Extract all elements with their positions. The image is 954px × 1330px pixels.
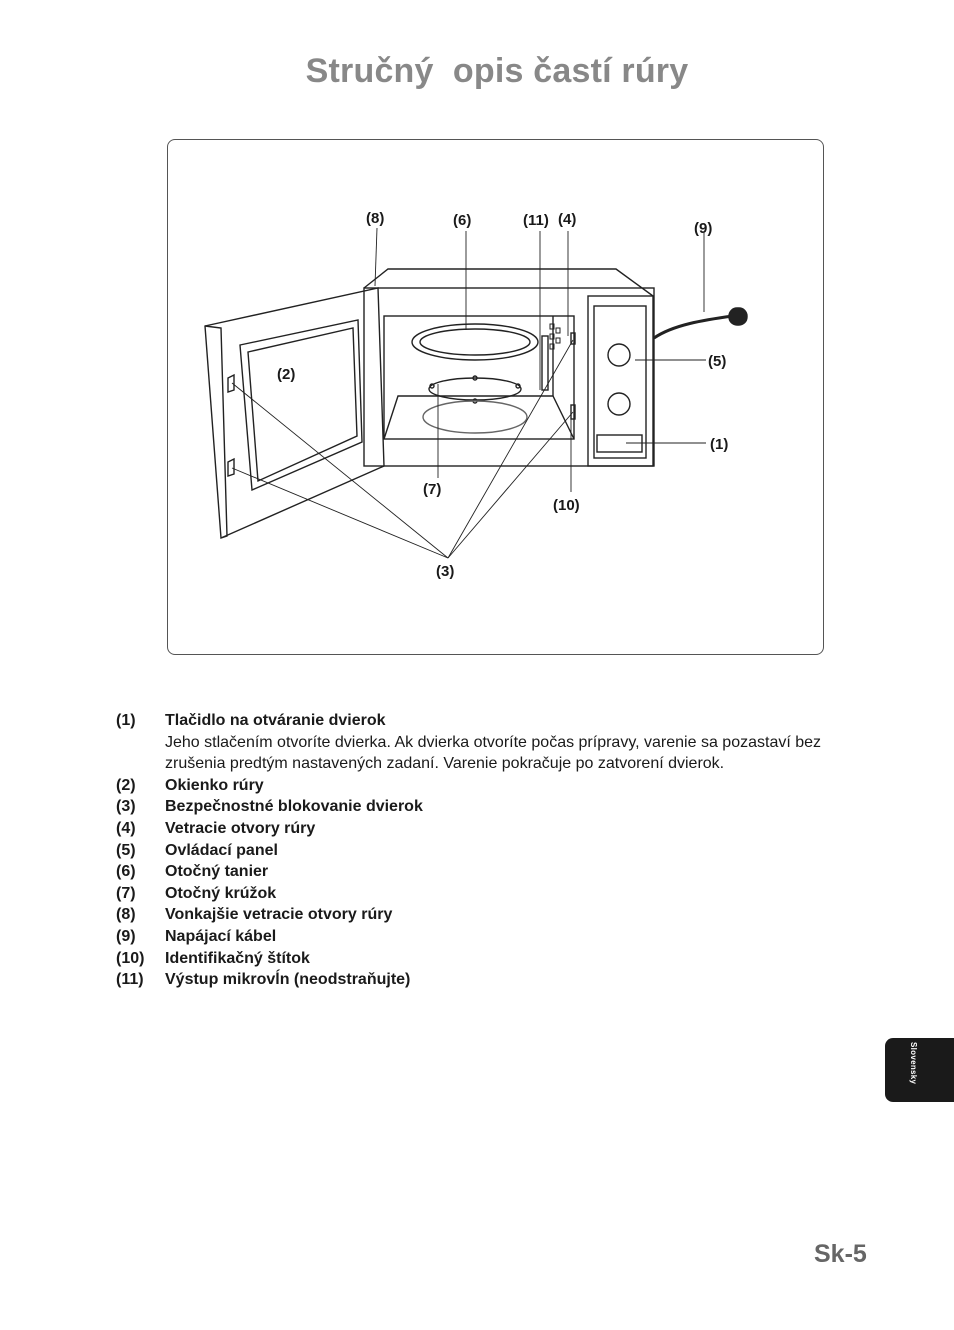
callout-10: (10) [553,497,580,514]
oven-body [363,287,655,467]
legend-name: Okienko rúry [165,776,264,794]
cavity-vents [549,323,561,350]
control-knob-upper [607,343,631,367]
callout-8: (8) [366,210,384,227]
interlock-slot-upper [570,332,576,345]
door-latch-lower [227,457,235,477]
oven-top [363,268,654,297]
cavity-floor [383,395,575,440]
callout-7: (7) [423,481,441,498]
legend-item: (11) Výstup mikrovĺn (neodstraňujte) [116,969,876,991]
legend-item: (8) Vonkajšie vetracie otvory rúry [116,904,876,926]
legend-number: (7) [116,884,136,902]
legend-number: (6) [116,863,136,881]
legend-item: (5) Ovládací panel [116,840,876,862]
legend-number: (1) [116,712,136,729]
legend-name: Výstup mikrovĺn (neodstraňujte) [165,971,411,989]
parts-legend: (1) Tlačidlo na otváranie dvierok Jeho st… [116,710,876,991]
legend-number: (4) [116,819,136,837]
legend-number: (11) [116,971,144,989]
language-tab-label: Slovensky [909,1042,918,1085]
glass-turntable [411,323,539,361]
legend-number: (5) [116,841,136,859]
legend-number: (3) [116,798,136,816]
roller-ring [428,377,522,401]
callout-3: (3) [436,563,454,580]
legend-number: (10) [116,949,145,967]
legend-name: Ovládací panel [165,841,278,859]
legend-name: Otočný tanier [165,863,269,881]
callout-5: (5) [708,353,726,370]
control-panel [587,295,654,467]
door-latch-upper [227,373,235,393]
legend-item: (9) Napájací kábel [116,926,876,948]
legend-number: (2) [116,776,136,794]
callout-2: (2) [277,366,295,383]
legend-item: (2) Okienko rúry [116,775,876,797]
oven-cavity [383,315,575,440]
callout-4: (4) [558,211,576,228]
page-title: Stručný opis častí rúry [305,52,689,90]
legend-number: (9) [116,927,136,945]
legend-name: Otočný krúžok [165,884,277,902]
legend-item: (6) Otočný tanier [116,861,876,883]
legend-name: Vetracie otvory rúry [165,819,316,837]
oven-door [204,287,385,540]
legend-item: (7) Otočný krúžok [116,883,876,905]
language-tab: Slovensky [885,1038,954,1102]
callout-9: (9) [694,220,712,237]
microwave-diagram: (8) (6) (11) (4) (9) (5) (1) (2) (7) (10… [167,139,824,655]
legend-item: (1) Tlačidlo na otváranie dvierok [116,710,876,732]
legend-item: (4) Vetracie otvory rúry [116,818,876,840]
legend-name: Tlačidlo na otváranie dvierok [165,712,386,729]
door-window [239,319,363,492]
power-cord [653,314,734,340]
callout-11: (11) [523,212,549,229]
legend-number: (8) [116,906,136,924]
legend-name: Bezpečnostné blokovanie dvierok [165,798,423,816]
legend-name: Identifikačný štítok [165,949,310,967]
door-release-button [596,434,643,453]
legend-item: (10) Identifikačný štítok [116,948,876,970]
legend-name: Vonkajšie vetracie otvory rúry [165,906,393,924]
microwave-illustration: (8) (6) (11) (4) (9) (5) (1) (2) (7) (10… [204,210,748,580]
waveguide-cover [541,335,549,391]
power-plug [728,307,748,326]
page-number: Sk-5 [814,1240,867,1268]
legend-name: Napájací kábel [165,927,277,945]
control-knob-lower [607,392,631,416]
callout-1: (1) [710,436,728,453]
legend-item: (3) Bezpečnostné blokovanie dvierok [116,796,876,818]
legend-description: Jeho stlačením otvoríte dvierka. Ak dvie… [165,733,822,773]
callout-6: (6) [453,212,471,229]
